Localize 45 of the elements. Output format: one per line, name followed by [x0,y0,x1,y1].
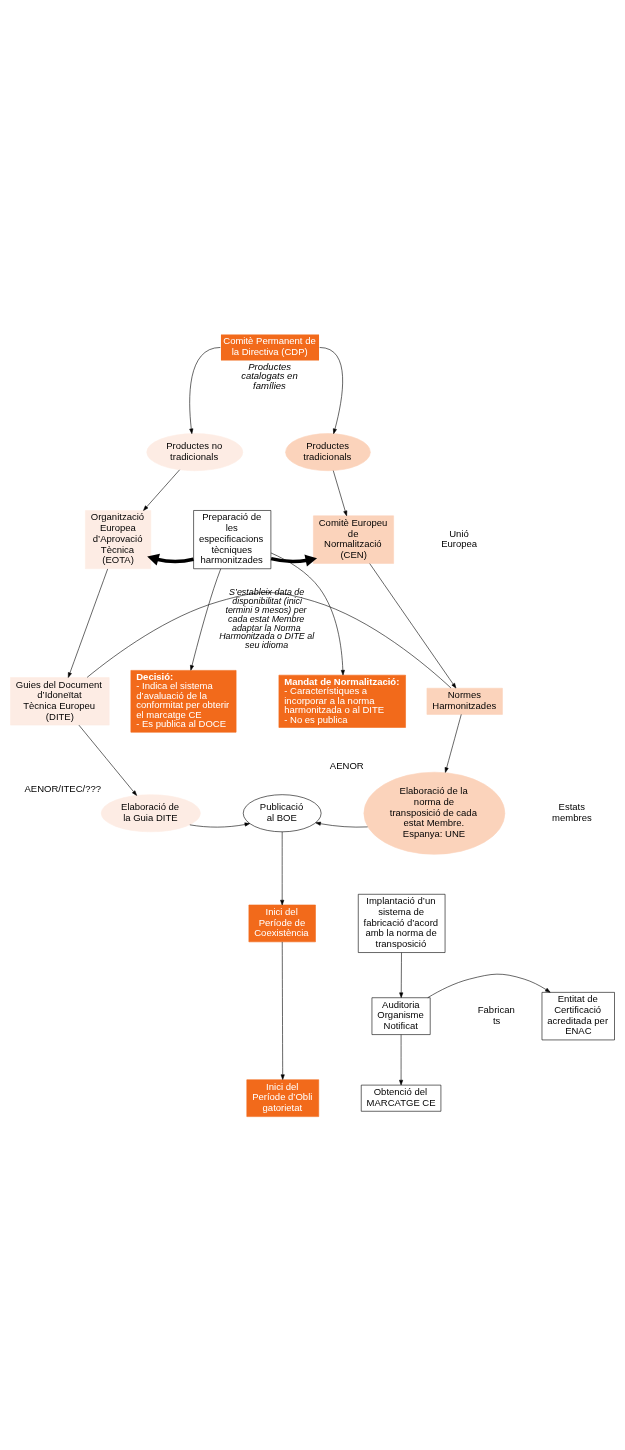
node-box: Normes Harmonitzades [426,687,503,715]
node-box: Obtenció del MARCATGE CE [360,1084,442,1112]
connector [86,591,452,688]
node-ellipse: Productes tradicionals [285,432,371,471]
arrow [444,713,462,773]
node-box: Auditoria Organisme Notificat [371,996,431,1035]
arrow [68,568,108,678]
arrow [319,346,343,434]
node-label: AENOR/ITEC/??? [24,782,102,794]
arrow [189,822,250,827]
node-box: Mandat de Normalització: - Característiques a incorporar a la norma harmonitzada o al DITE - No es publica [278,674,406,728]
node-label: Productes catalogats en famílies [241,360,298,391]
node-box: Entitat de Certificació acreditada per ENAC [541,991,615,1040]
arrow [427,973,551,998]
label: Fabricants [477,1003,515,1026]
node-box: Guies del Document d’Idoneïtat Tècnica Europeu (DITE) [10,676,110,725]
arrow [189,346,221,434]
node-box: Inici del Període de Coexistència [248,904,316,942]
node-box: Preparació de les especificacions tècniques harmonitzades [193,509,272,569]
label: Unió Europea [441,527,478,549]
edge-label: S’estableix data de disponibilitat (inici termini 9 mesos) per cada estat Membre adaptar la Norma Harmonitzada o DITE al seu idioma [219,586,315,650]
arrow [315,821,368,827]
node-box: Comitè Permanent de la Directiva (CDP) [220,333,320,361]
node-ellipse: Elaboració de la Guia DITE [100,793,201,832]
node-box: Implantació d’un sistema de fabricació d’acord amb la norma de transposició [358,893,446,953]
arrow [270,552,345,675]
node-ellipse: Productes no tradicionals [146,432,244,471]
node-box: Inici del Període d’Obligatorietat [246,1078,320,1117]
arrow [399,951,404,998]
arrow [280,941,285,1080]
arrow [369,562,457,688]
arrow [147,553,194,565]
node-label: AENOR [329,759,364,771]
arrow [399,1033,404,1085]
node-box: Comitè Europeu de Normalització (CEN) [313,515,394,564]
arrow [143,469,180,511]
arrow [78,724,137,796]
label: Estats membres [552,800,592,823]
arrow [190,568,222,670]
node-box: Decisió: - Indica el sistema d’avaluació de la conformitat per obterir el marcatge CE - Es publica al DOCE [130,669,237,733]
node-ellipse: Elaboració de la norma de transposició de cada estat Membre. Espanya: UNE [363,771,506,855]
node-box: Organització Europea d’Aprovació Tècnica (EOTA) [85,509,152,569]
arrow [270,554,318,566]
arrow [332,469,348,516]
arrow [280,831,285,905]
